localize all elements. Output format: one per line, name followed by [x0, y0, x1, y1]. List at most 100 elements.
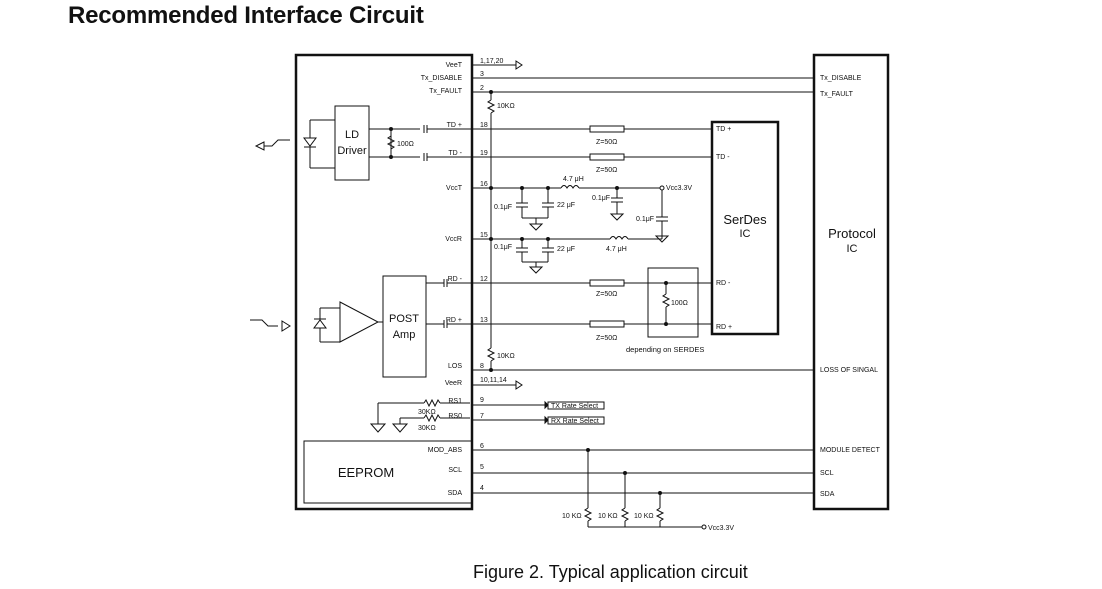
resistor-100-rx-icon	[661, 293, 671, 308]
r10k-pull-label-1: 10 KΩ	[562, 513, 582, 520]
pin-num-7: 7	[480, 413, 484, 420]
pin-num-5: 5	[480, 464, 484, 471]
z50-label-2: Z=50Ω	[596, 167, 617, 174]
pin-td-minus-label: TD -	[448, 150, 462, 157]
protocol-sda-label: SDA	[820, 491, 835, 498]
cap-01-label-1: 0.1μF	[494, 204, 512, 211]
tia-amplifier-icon	[339, 301, 380, 343]
r10k-pull-label-3: 10 KΩ	[634, 513, 654, 520]
resistor-100-tx-icon	[386, 135, 396, 150]
vcc33-label: Vcc3.3V	[666, 185, 692, 192]
ground-icon-6	[391, 423, 409, 433]
photodiode-icon	[313, 319, 327, 329]
vcc33-bottom-label: Vcc3.3V	[708, 525, 734, 532]
figure-caption: Figure 2. Typical application circuit	[473, 562, 748, 582]
pin-vcct-label: VccT	[446, 185, 463, 192]
pin-sda-label: SDA	[448, 490, 463, 497]
cap-22-label-2: 22 μF	[557, 246, 575, 253]
ground-icon-5	[369, 423, 387, 433]
resistor-30k-2-icon	[423, 413, 441, 423]
pin-num-8: 8	[480, 363, 484, 370]
serdes-td-plus-label: TD +	[716, 126, 731, 133]
r100-rx-label: 100Ω	[671, 300, 688, 307]
pin-rs0-label: RS0	[448, 413, 462, 420]
pin-num-3: 3	[480, 71, 484, 78]
pin-num-veer: 10,11,14	[480, 377, 507, 384]
r10k-fault-label: 10KΩ	[497, 103, 515, 110]
resistor-10k-pull-2-icon	[620, 507, 630, 522]
z50-rdplus-icon	[589, 320, 625, 328]
z50-tdminus-icon	[589, 153, 625, 161]
ground-icon-4	[528, 266, 544, 274]
pin-scl-label: SCL	[448, 467, 462, 474]
rx-light-arrow-icon	[281, 320, 291, 332]
r10k-los-label: 10KΩ	[497, 353, 515, 360]
r10k-pull-label-2: 10 KΩ	[598, 513, 618, 520]
z50-label-1: Z=50Ω	[596, 139, 617, 146]
pin-mod-abs-label: MOD_ABS	[428, 447, 463, 454]
z50-label-4: Z=50Ω	[596, 335, 617, 342]
tx-rate-select-label: TX Rate Select	[551, 403, 598, 410]
pin-tx-fault-label: Tx_FAULT	[429, 88, 463, 95]
pin-vccr-label: VccR	[445, 236, 462, 243]
pin-num-18: 18	[480, 122, 488, 129]
post-amp-label-1: POST	[389, 313, 419, 325]
cap-01-label-4: 0.1μF	[494, 244, 512, 251]
pin-num-6: 6	[480, 443, 484, 450]
ld-driver-label-2: Driver	[337, 145, 367, 157]
resistor-10k-pull-3-icon	[655, 507, 665, 522]
termination-box	[647, 267, 699, 338]
serdes-td-minus-label: TD -	[716, 154, 730, 161]
cap-01-label-2: 0.1μF	[592, 195, 610, 202]
protocol-label-1: Protocol	[828, 226, 876, 241]
depending-on-serdes-label: depending on SERDES	[626, 345, 704, 354]
pin-num-2: 2	[480, 85, 484, 92]
r30k-label-2: 30KΩ	[418, 425, 436, 432]
laser-diode-icon	[303, 137, 317, 147]
rx-rate-select-label: RX Rate Select	[551, 418, 599, 425]
veer-arrow-icon	[515, 380, 523, 390]
protocol-tx-disable-label: Tx_DISABLE	[820, 75, 862, 82]
z50-rdminus-icon	[589, 279, 625, 287]
serdes-label-2: IC	[740, 228, 751, 240]
page-title: Recommended Interface Circuit	[68, 2, 424, 29]
pin-num-4: 4	[480, 485, 484, 492]
pin-rd-plus-label: RD +	[446, 317, 462, 324]
tx-rate-select-box	[547, 401, 605, 410]
tx-light-line	[264, 139, 290, 147]
pin-num-16: 16	[480, 181, 488, 188]
protocol-scl-label: SCL	[820, 470, 834, 477]
tx-light-arrow-icon	[254, 141, 265, 151]
post-amp-box	[382, 275, 427, 378]
pin-rd-minus-label: RD -	[448, 276, 463, 283]
ground-icon-1	[528, 223, 544, 231]
inductor-vcct-icon	[560, 185, 580, 189]
inductor-label-2: 4.7 μH	[606, 246, 627, 253]
pin-num-12: 12	[480, 276, 488, 283]
serdes-rd-plus-label: RD +	[716, 324, 732, 331]
pin-num-veet: 1,17,20	[480, 58, 503, 65]
pin-num-15: 15	[480, 232, 488, 239]
ld-driver-label-1: LD	[345, 129, 359, 141]
protocol-ic-box	[812, 53, 890, 511]
resistor-10k-pull-1-icon	[583, 507, 593, 522]
inductor-vccr-icon	[609, 236, 629, 240]
protocol-module-detect-label: MODULE DETECT	[820, 447, 881, 454]
protocol-tx-fault-label: Tx_FAULT	[820, 91, 854, 98]
protocol-label-2: IC	[847, 243, 858, 255]
z50-tdplus-icon	[589, 125, 625, 133]
rx-light-line	[250, 319, 278, 327]
eeprom-box	[303, 440, 473, 504]
post-amp-label-2: Amp	[393, 329, 416, 341]
pin-td-plus-label: TD +	[447, 122, 462, 129]
ground-icon-2	[609, 213, 625, 221]
resistor-10k-fault-icon	[486, 99, 496, 114]
rx-rate-select-box	[547, 416, 605, 425]
pin-los-label: LOS	[448, 363, 462, 370]
ld-driver-box	[334, 105, 370, 181]
cap-22-label-1: 22 μF	[557, 202, 575, 209]
serdes-ic-box	[710, 120, 780, 336]
eeprom-label: EEPROM	[338, 465, 394, 480]
resistor-30k-1-icon	[423, 398, 441, 408]
